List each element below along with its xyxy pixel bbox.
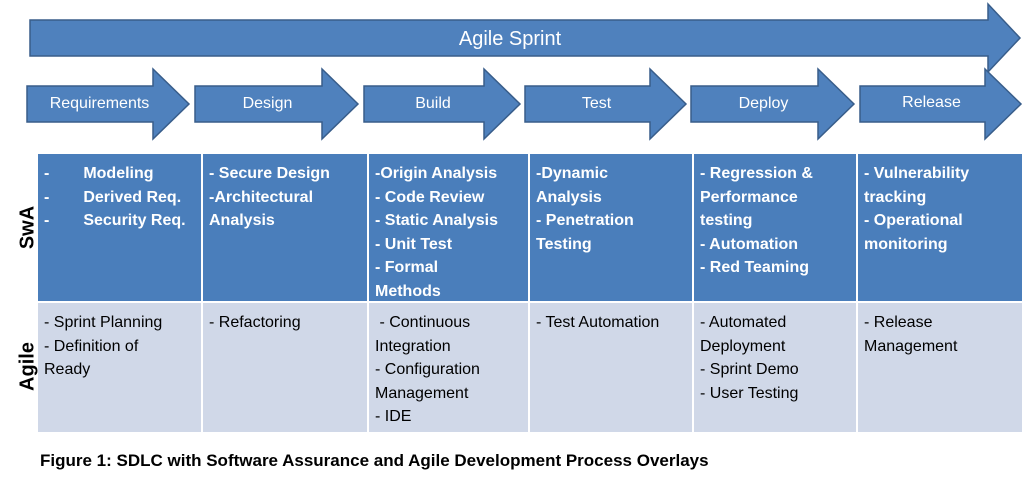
swa-item: - Regression & <box>700 165 813 182</box>
swa-item: - Static Analysis <box>375 212 499 229</box>
agile-sprint-arrow <box>29 2 1022 74</box>
arrow-layer <box>26 2 1023 141</box>
phase-arrow-test <box>524 67 688 141</box>
swa-item: - Code Review <box>375 188 485 206</box>
swa-item: - Red Teaming <box>700 259 810 276</box>
phase-label-deploy: Deploy <box>738 95 789 112</box>
agile-item: - Automated <box>700 314 787 331</box>
swa-item: -Architectural <box>209 188 314 206</box>
phase-label-design: Design <box>242 95 293 112</box>
swa-item: Testing <box>536 235 592 253</box>
swa-item: monitoring <box>864 235 948 253</box>
phase-label-build: Build <box>415 95 451 112</box>
agile-item: - Sprint Demo <box>700 361 799 378</box>
swa-item: Analysis <box>209 212 275 229</box>
swa-item: Analysis <box>536 188 602 206</box>
phase-arrow-requirements <box>26 67 191 141</box>
swa-item: -Dynamic <box>536 165 609 182</box>
swa-bullet: - <box>44 165 50 182</box>
agile-item: - Release <box>864 314 933 331</box>
agile-item: - Sprint Planning <box>44 314 163 331</box>
swa-item: - Formal <box>375 259 439 276</box>
agile-cell-design: - Refactoring <box>203 303 367 432</box>
agile-cell-deploy: - Automated Deployment - Sprint Demo - U… <box>694 303 856 432</box>
agile-item: - User Testing <box>700 384 799 402</box>
agile-item: Management <box>864 337 958 355</box>
agile-cell-test: - Test Automation <box>530 303 692 432</box>
agile-item: - Refactoring <box>209 314 301 331</box>
swa-item: - Penetration <box>536 212 634 229</box>
agile-cell-requirements: - Sprint Planning - Definition of Ready <box>38 303 201 432</box>
phase-label-release: Release <box>902 94 961 111</box>
phase-arrow-release <box>859 67 1023 141</box>
agile-item: - Definition of <box>44 337 139 355</box>
agile-item: - Test Automation <box>536 314 660 331</box>
phase-label-requirements: Requirements <box>49 95 150 112</box>
agile-item: Integration <box>375 337 451 355</box>
swa-item: - Automation <box>700 235 799 253</box>
swa-item: - Operational <box>864 212 963 229</box>
agile-sprint-label: Agile Sprint <box>458 28 562 50</box>
swa-cell-deploy: - Regression & Performance testing - Aut… <box>694 154 856 301</box>
agile-item: Deployment <box>700 337 786 355</box>
agile-item: - IDE <box>375 408 412 425</box>
phase-arrow-design <box>194 67 360 141</box>
swa-cell-release: - Vulnerability tracking - Operational m… <box>858 154 1022 301</box>
figure-caption: Figure 1: SDLC with Software Assurance a… <box>40 451 709 470</box>
row-label-agile: Agile <box>16 342 39 391</box>
swa-item: Security Req. <box>83 212 186 229</box>
swa-item: Methods <box>375 282 441 300</box>
agile-item: - Configuration <box>375 361 480 378</box>
swa-cell-requirements: - Modeling - Derived Req. - Security Req. <box>38 154 201 301</box>
swa-item: Performance <box>700 188 798 206</box>
swa-bullet: - <box>44 212 50 229</box>
sdlc-grid: - Modeling - Derived Req. - Security Req. -… <box>38 154 1022 432</box>
agile-item: Ready <box>44 361 91 378</box>
agile-cell-release: - Release Management <box>858 303 1022 432</box>
agile-cell-build: - Continuous Integration - Configuration… <box>369 303 528 432</box>
swa-cell-test: -Dynamic Analysis - Penetration Testing <box>530 154 692 301</box>
swa-bullet: - <box>44 188 50 206</box>
swa-item: -Origin Analysis <box>375 165 498 182</box>
swa-item: - Secure Design <box>209 165 330 182</box>
swa-item: testing <box>700 212 753 229</box>
row-label-swa: SwA <box>16 205 39 250</box>
agile-item: Management <box>375 384 469 402</box>
swa-item: tracking <box>864 188 927 206</box>
swa-cell-build: -Origin Analysis - Code Review - Static … <box>369 154 528 301</box>
swa-item: - Unit Test <box>375 235 453 253</box>
phase-arrow-deploy <box>690 67 856 141</box>
swa-cell-design: - Secure Design -Architectural Analysis <box>203 154 367 301</box>
phase-label-test: Test <box>581 95 612 112</box>
swa-item: Modeling <box>83 165 154 182</box>
phase-arrow-build <box>363 67 522 141</box>
swa-item: Derived Req. <box>83 188 182 206</box>
swa-item: - Vulnerability <box>864 165 970 182</box>
agile-item: - Continuous <box>375 314 471 331</box>
